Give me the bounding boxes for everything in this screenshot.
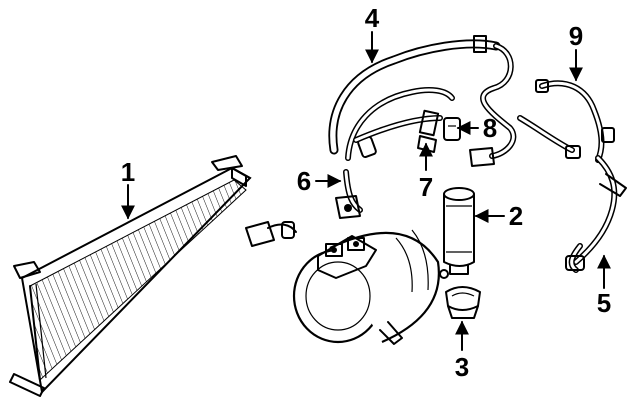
callout-2: 2 (509, 201, 523, 231)
lower-line (565, 155, 627, 273)
callout-9: 9 (569, 21, 583, 51)
callout-labels: 1 2 3 4 5 6 7 8 9 (121, 3, 611, 382)
pressure-switch-fitting (353, 109, 461, 153)
callout-3: 3 (455, 352, 469, 382)
leader-lines (121, 31, 611, 351)
receiver-drier (443, 187, 475, 275)
callout-4: 4 (365, 3, 380, 33)
callout-6: 6 (297, 166, 311, 196)
drier-bracket (439, 269, 481, 319)
condenser (9, 155, 297, 397)
liquid-line (335, 169, 363, 219)
suction-hose (328, 35, 517, 167)
ac-compressor (292, 229, 440, 345)
callout-8: 8 (483, 113, 497, 143)
discharge-line (517, 79, 615, 163)
callout-7: 7 (419, 172, 433, 202)
callout-5: 5 (597, 288, 611, 318)
callout-1: 1 (121, 157, 135, 187)
